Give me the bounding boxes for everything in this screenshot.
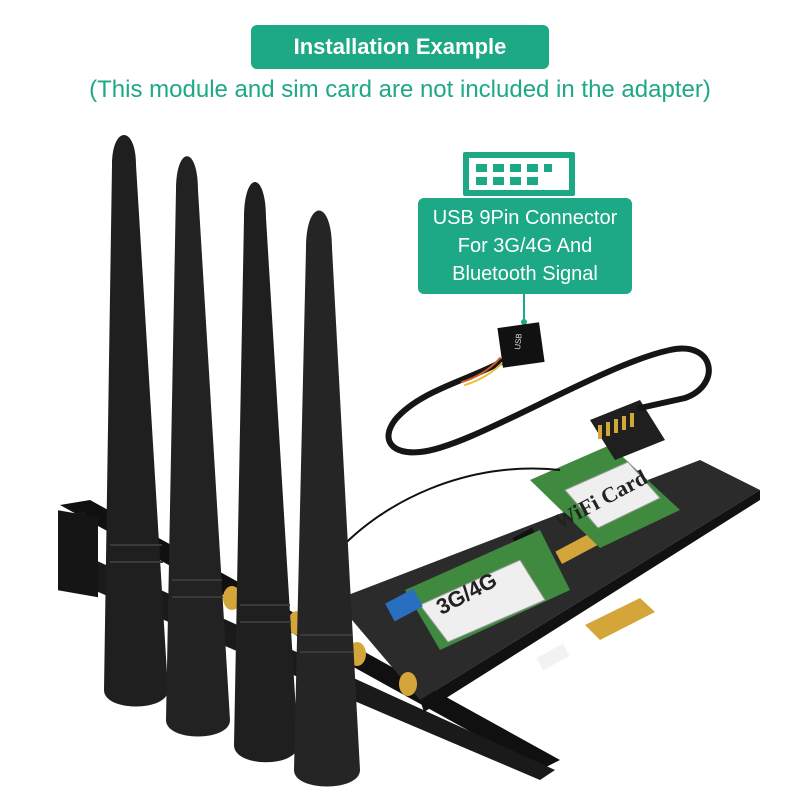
installation-note: (This module and sim card are not includ… xyxy=(89,76,711,103)
cellular-card: 3G/4G xyxy=(385,530,570,650)
wifi-card: WiFi Card xyxy=(530,445,680,548)
antenna-4 xyxy=(294,210,360,787)
usb-connector-callout: USB 9Pin Connector For 3G/4G And Bluetoo… xyxy=(418,198,632,294)
antenna-3 xyxy=(234,182,298,763)
svg-text:USB: USB xyxy=(513,333,524,350)
sim-card xyxy=(385,588,423,622)
antenna-1 xyxy=(104,135,168,707)
callout-line-2: For 3G/4G And xyxy=(457,235,593,257)
callout-line-1: USB 9Pin Connector xyxy=(432,207,618,229)
usb-cable xyxy=(385,345,712,456)
antenna-ribs xyxy=(110,544,353,653)
cable-9pin-connector: USB xyxy=(497,322,545,368)
pcie-gold-fingers xyxy=(585,598,655,640)
antenna-2 xyxy=(166,156,230,737)
installation-example-title: Installation Example xyxy=(251,25,549,69)
usb-9pin-connector-icon xyxy=(463,152,575,196)
callout-line-3: Bluetooth Signal xyxy=(452,263,598,285)
